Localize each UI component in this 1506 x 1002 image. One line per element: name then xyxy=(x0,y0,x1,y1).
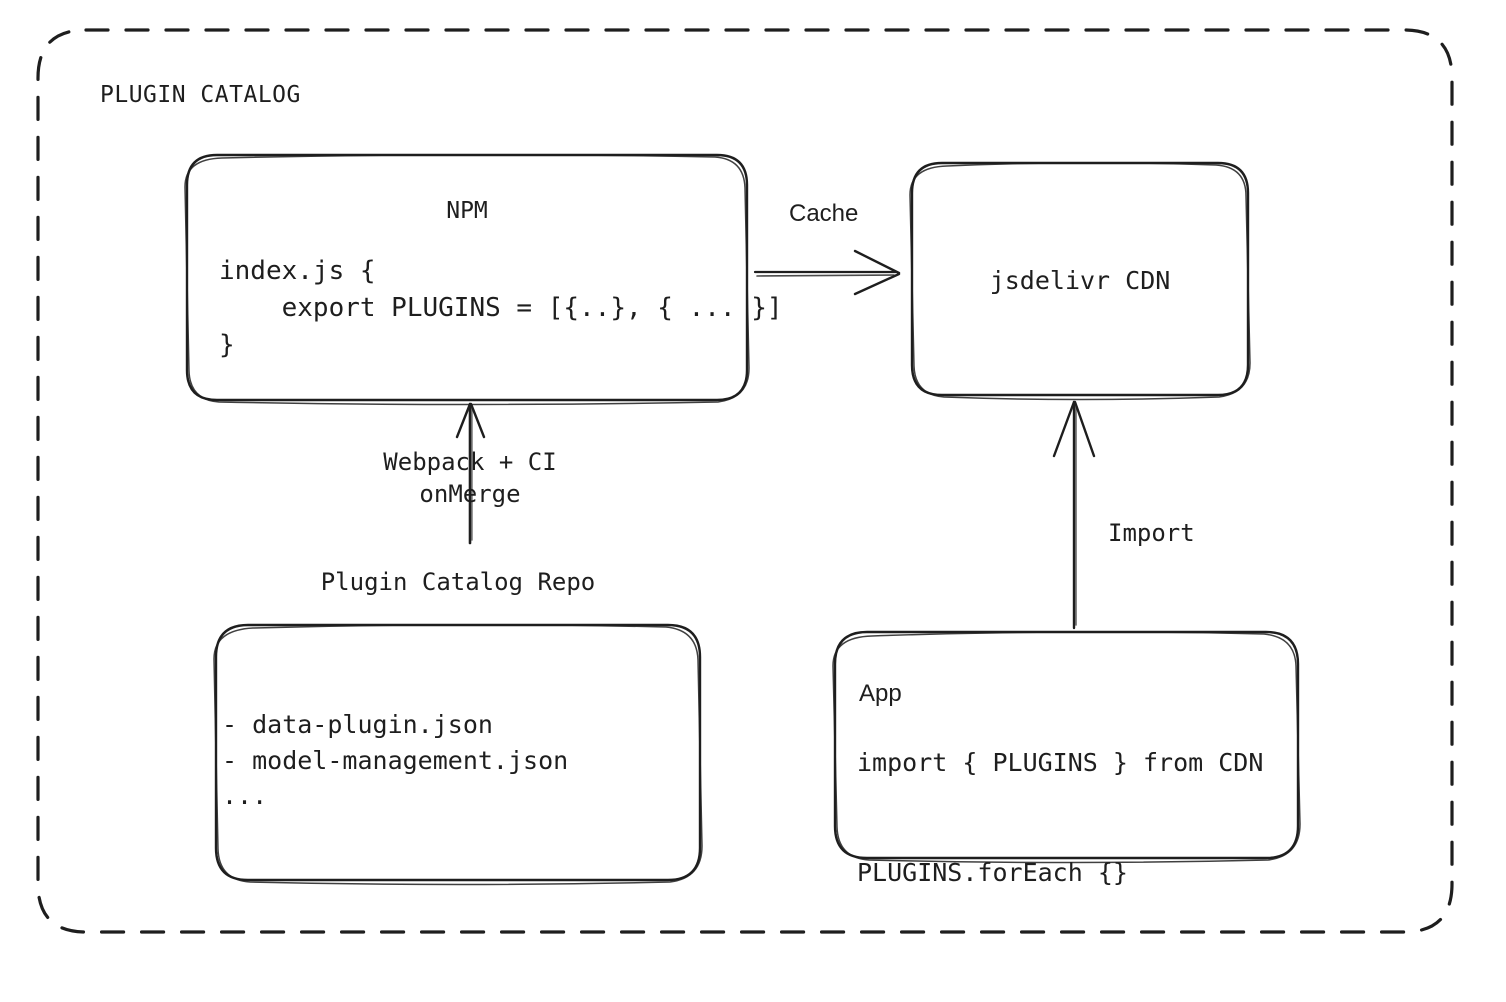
edge-label-cache: Cache xyxy=(789,200,859,227)
app-code-block: import { PLUGINS } from CDN PLUGINS.forE… xyxy=(857,748,1264,887)
edge-label-webpack-ci-onmerge: Webpack + CI onMerge xyxy=(383,448,557,509)
cdn-node-title: jsdelivr CDN xyxy=(989,266,1171,295)
npm-code-block: index.js { export PLUGINS = [{..}, { ...… xyxy=(219,256,783,360)
edge-label-import: Import xyxy=(1108,519,1195,547)
repo-file-list: - data-plugin.json - model-management.js… xyxy=(222,710,569,810)
app-node-title: App xyxy=(859,680,902,707)
group-frame-title: PLUGIN CATALOG xyxy=(100,82,301,108)
arrow-import xyxy=(1052,400,1096,630)
npm-node-title: NPM xyxy=(446,198,488,224)
repo-node-caption: Plugin Catalog Repo xyxy=(320,568,596,596)
